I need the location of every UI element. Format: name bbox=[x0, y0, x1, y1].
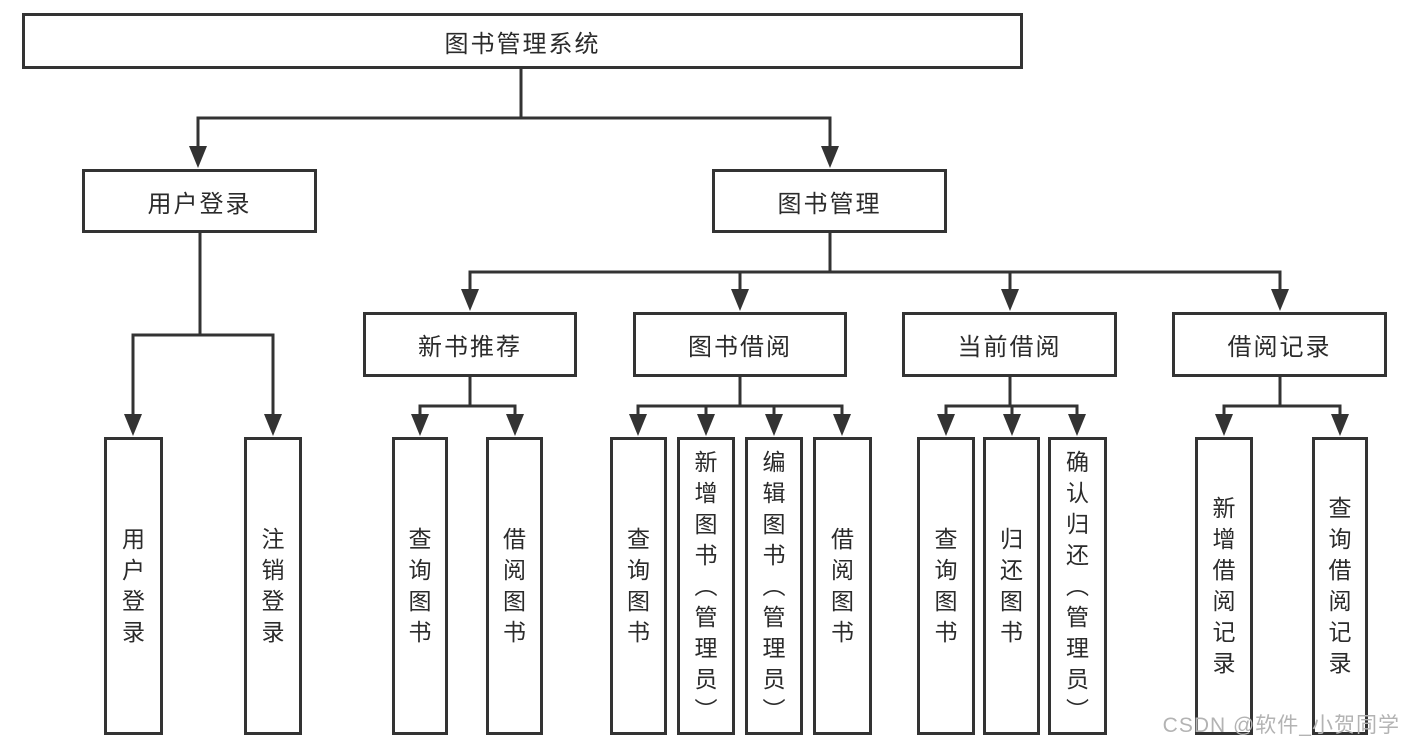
leaf-borrow-books-recommend: 借 阅 图 书 bbox=[486, 437, 543, 735]
leaf-borrow-books-borrow: 借 阅 图 书 bbox=[813, 437, 872, 735]
arrow-down-icon bbox=[124, 414, 142, 436]
arrow-down-icon bbox=[697, 414, 715, 436]
arrow-down-icon bbox=[189, 146, 207, 168]
arrow-down-icon bbox=[264, 414, 282, 436]
arrow-down-icon bbox=[506, 414, 524, 436]
node-new-book-recommend: 新书推荐 bbox=[363, 312, 577, 377]
arrow-down-icon bbox=[937, 414, 955, 436]
leaf-query-books-borrow: 查 询 图 书 bbox=[610, 437, 667, 735]
arrow-down-icon bbox=[411, 414, 429, 436]
arrow-down-icon bbox=[1215, 414, 1233, 436]
arrow-down-icon bbox=[1331, 414, 1349, 436]
arrow-down-icon bbox=[821, 146, 839, 168]
arrow-down-icon bbox=[1003, 414, 1021, 436]
arrow-down-icon bbox=[1001, 289, 1019, 311]
arrow-down-icon bbox=[1271, 289, 1289, 311]
arrow-down-icon bbox=[1068, 414, 1086, 436]
node-book-borrow: 图书借阅 bbox=[633, 312, 847, 377]
node-book-management: 图书管理 bbox=[712, 169, 947, 233]
arrowheads bbox=[124, 146, 1349, 436]
node-current-borrow: 当前借阅 bbox=[902, 312, 1117, 377]
node-user-login: 用户登录 bbox=[82, 169, 317, 233]
node-library-system: 图书管理系统 bbox=[22, 13, 1023, 69]
leaf-confirm-return-admin: 确 认 归 还 ︵ 管 理 员 ︶ bbox=[1048, 437, 1107, 735]
node-borrow-records: 借阅记录 bbox=[1172, 312, 1387, 377]
leaf-add-book-admin: 新 增 图 书 ︵ 管 理 员 ︶ bbox=[677, 437, 735, 735]
leaf-edit-book-admin: 编 辑 图 书 ︵ 管 理 员 ︶ bbox=[745, 437, 803, 735]
leaf-query-borrow-record: 查 询 借 阅 记 录 bbox=[1312, 437, 1368, 735]
leaf-query-books-recommend: 查 询 图 书 bbox=[392, 437, 448, 735]
leaf-return-book: 归 还 图 书 bbox=[983, 437, 1040, 735]
arrow-down-icon bbox=[629, 414, 647, 436]
arrow-down-icon bbox=[765, 414, 783, 436]
csdn-watermark: CSDN @软件_小贺同学 bbox=[1162, 714, 1400, 737]
arrow-down-icon bbox=[731, 289, 749, 311]
arrow-down-icon bbox=[461, 289, 479, 311]
leaf-logout: 注 销 登 录 bbox=[244, 437, 302, 735]
leaf-query-books-current: 查 询 图 书 bbox=[917, 437, 975, 735]
leaf-user-login: 用 户 登 录 bbox=[104, 437, 163, 735]
leaf-add-borrow-record: 新 增 借 阅 记 录 bbox=[1195, 437, 1253, 735]
arrow-down-icon bbox=[833, 414, 851, 436]
